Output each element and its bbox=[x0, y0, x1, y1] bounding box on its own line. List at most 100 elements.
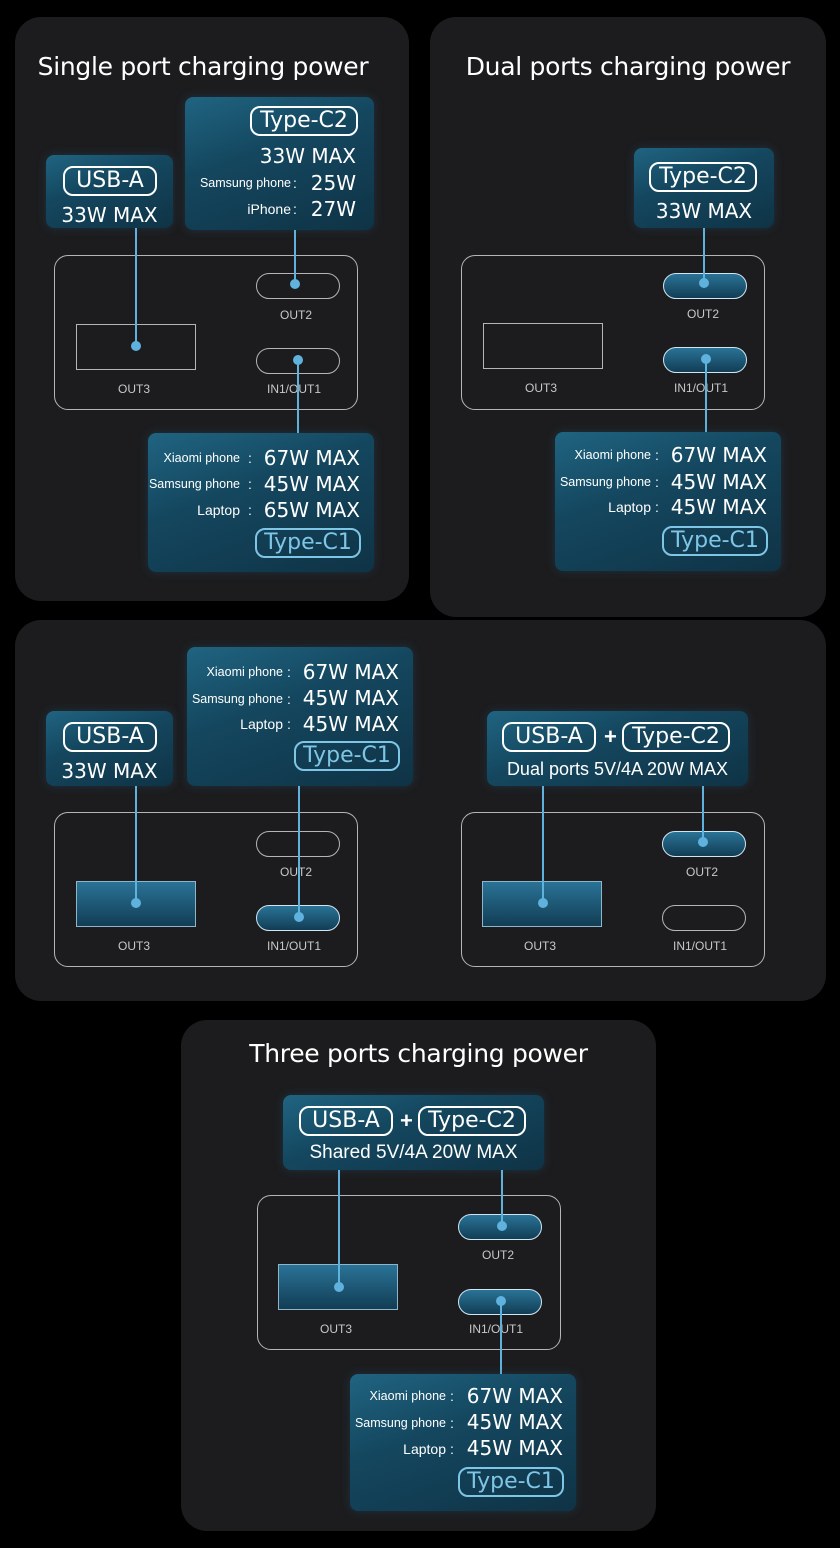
connector-dot bbox=[131, 341, 141, 351]
connector-line bbox=[702, 786, 704, 842]
connector-line bbox=[703, 228, 705, 283]
typec2-port-badge: Type-C2 bbox=[250, 106, 358, 136]
usba-port-badge: USB-A bbox=[63, 166, 157, 196]
out3-label: OUT3 bbox=[118, 939, 151, 953]
c1-row-label: Xiaomi phone bbox=[574, 448, 651, 462]
c1-row-value: 67W MAX bbox=[263, 446, 360, 470]
colon: : bbox=[287, 691, 291, 707]
out3-label: OUT3 bbox=[524, 939, 557, 953]
typec-port-out1 bbox=[662, 905, 746, 931]
typec2-port-badge: Type-C2 bbox=[418, 1106, 526, 1136]
typec2-port-badge: Type-C2 bbox=[649, 162, 757, 192]
c1-row-label: Xiaomi phone bbox=[206, 665, 283, 679]
typec1-port-badge: Type-C1 bbox=[458, 1467, 564, 1497]
connector-line bbox=[542, 786, 544, 904]
c1-row-label: Laptop bbox=[197, 502, 240, 518]
out2-label: OUT2 bbox=[686, 865, 719, 879]
c1-row-label: Laptop bbox=[403, 1441, 446, 1457]
c1-row-value: 45W MAX bbox=[670, 470, 767, 494]
charger-device bbox=[54, 812, 358, 967]
typec1-port-badge: Type-C1 bbox=[662, 526, 768, 556]
in1-out1-label: IN1/OUT1 bbox=[267, 939, 322, 953]
colon: : bbox=[248, 450, 252, 466]
charger-device bbox=[54, 255, 358, 410]
colon: : bbox=[287, 664, 291, 680]
c1-row-value: 45W MAX bbox=[302, 712, 399, 736]
colon: : bbox=[655, 499, 659, 515]
c1-row-label: Laptop bbox=[240, 716, 283, 732]
out3-label: OUT3 bbox=[118, 382, 151, 396]
plus-sign: + bbox=[604, 724, 617, 749]
connector-dot bbox=[294, 912, 304, 922]
c1-row-value: 67W MAX bbox=[302, 660, 399, 684]
connector-line bbox=[297, 360, 299, 434]
charger-device bbox=[461, 255, 765, 410]
c1-row-value: 65W MAX bbox=[263, 498, 360, 522]
colon: : bbox=[293, 175, 297, 191]
out3-label: OUT3 bbox=[320, 1322, 353, 1336]
connector-line bbox=[705, 359, 707, 433]
c1-row-value: 67W MAX bbox=[466, 1384, 563, 1408]
typec-port-out2 bbox=[256, 273, 340, 299]
typec2-samsung-label: Samsung phone bbox=[199, 176, 291, 190]
out2-label: OUT2 bbox=[280, 865, 313, 879]
c1-row-label: Laptop bbox=[608, 499, 651, 515]
typec1-port-badge: Type-C1 bbox=[294, 741, 400, 771]
usba-port-badge: USB-A bbox=[299, 1106, 393, 1136]
connector-dot bbox=[334, 1282, 344, 1292]
c1-row-label: Samsung phone bbox=[148, 477, 240, 491]
typec2-max: 33W MAX bbox=[259, 144, 356, 168]
dual-ports-title: Dual ports charging power bbox=[465, 52, 791, 81]
c1-row-value: 45W MAX bbox=[263, 472, 360, 496]
connector-dot bbox=[701, 354, 711, 364]
colon: : bbox=[248, 476, 252, 492]
colon: : bbox=[655, 474, 659, 490]
out2-label: OUT2 bbox=[280, 308, 313, 322]
typec2-samsung-value: 25W bbox=[310, 171, 356, 195]
usba-max: 33W MAX bbox=[61, 759, 158, 783]
out2-label: OUT2 bbox=[482, 1248, 515, 1262]
c1-row-label: Samsung phone bbox=[559, 475, 651, 489]
colon: : bbox=[450, 1441, 454, 1457]
typec2-port-badge: Type-C2 bbox=[622, 722, 730, 752]
connector-dot bbox=[698, 837, 708, 847]
dual-ports-panel-lower bbox=[15, 620, 826, 1001]
colon: : bbox=[248, 502, 252, 518]
connector-dot bbox=[538, 898, 548, 908]
usba-port-badge: USB-A bbox=[63, 722, 157, 752]
typec2-iphone-label: iPhone bbox=[247, 201, 291, 217]
usba-port-out3 bbox=[483, 323, 603, 369]
connector-line bbox=[135, 228, 137, 346]
connector-line bbox=[500, 1301, 502, 1375]
colon: : bbox=[450, 1415, 454, 1431]
out3-label: OUT3 bbox=[525, 381, 558, 395]
connector-dot bbox=[290, 279, 300, 289]
c1-row-label: Samsung phone bbox=[354, 1416, 446, 1430]
c1-row-value: 45W MAX bbox=[466, 1410, 563, 1434]
connector-line bbox=[294, 230, 296, 284]
usba-max: 33W MAX bbox=[61, 203, 158, 227]
colon: : bbox=[287, 716, 291, 732]
connector-line bbox=[501, 1170, 503, 1226]
single-port-title: Single port charging power bbox=[37, 52, 369, 81]
connector-dot bbox=[497, 1221, 507, 1231]
colon: : bbox=[655, 447, 659, 463]
in1-out1-label: IN1/OUT1 bbox=[469, 1322, 524, 1336]
connector-line bbox=[338, 1170, 340, 1287]
in1-out1-label: IN1/OUT1 bbox=[674, 381, 729, 395]
connector-dot bbox=[131, 898, 141, 908]
dual-shared-spec: Dual ports 5V/4A 20W MAX bbox=[506, 759, 729, 779]
connector-dot bbox=[699, 278, 709, 288]
usba-port-badge: USB-A bbox=[502, 722, 596, 752]
typec2-spec-box bbox=[185, 97, 374, 230]
c1-row-value: 45W MAX bbox=[302, 686, 399, 710]
connector-dot bbox=[496, 1296, 506, 1306]
typec2-max: 33W MAX bbox=[655, 199, 753, 223]
plus-sign: + bbox=[400, 1108, 413, 1133]
connector-line bbox=[298, 786, 300, 917]
c1-row-label: Xiaomi phone bbox=[163, 451, 240, 465]
typec1-port-badge: Type-C1 bbox=[255, 528, 361, 558]
typec2-iphone-value: 27W bbox=[310, 197, 356, 221]
in1-out1-label: IN1/OUT1 bbox=[673, 939, 728, 953]
c1-row-label: Xiaomi phone bbox=[369, 1389, 446, 1403]
